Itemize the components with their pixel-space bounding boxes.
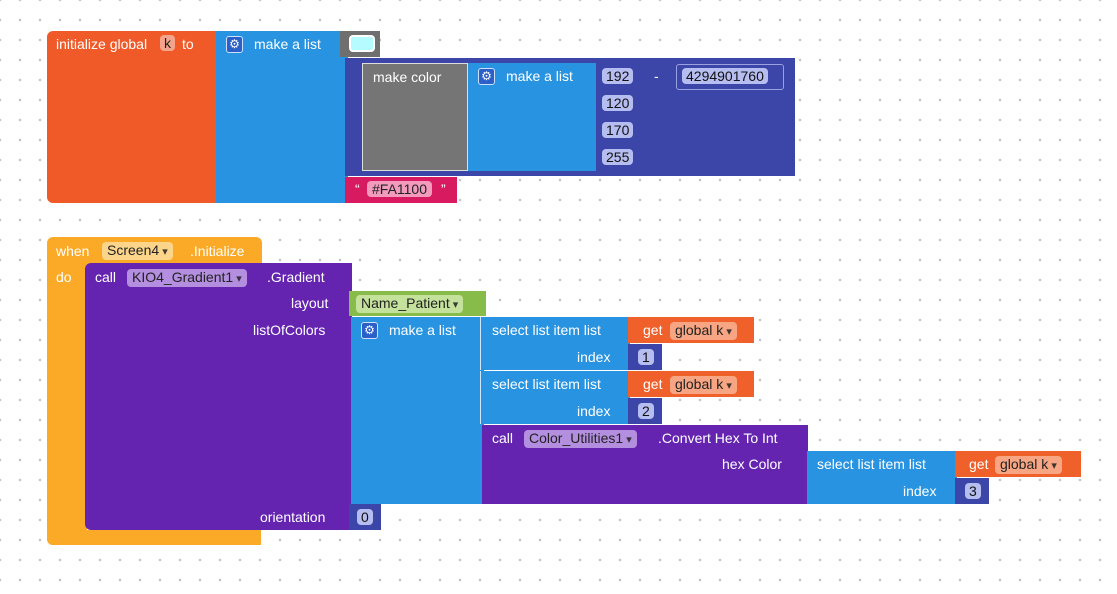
make-a-list-label: make a list — [254, 36, 321, 52]
hex-color-param-label: hex Color — [722, 456, 782, 472]
do-section: do — [47, 262, 87, 545]
select-list-item-label-2: select list item list — [492, 376, 601, 392]
inner-mutator-gear-icon[interactable]: ⚙ — [478, 68, 495, 85]
global-k-dropdown-1[interactable]: global k — [670, 322, 737, 340]
index-label-1: index — [577, 349, 611, 365]
make-a-list-block[interactable]: ⚙ make a list — [216, 31, 348, 203]
call-convert-hex-block[interactable]: call Color_Utilities1 .Convert Hex To In… — [482, 425, 808, 504]
get-label-1: get — [643, 322, 663, 338]
get-global-k-3[interactable]: get global k — [955, 451, 1081, 477]
text-string-block[interactable]: “ #FA1100 ” — [345, 177, 457, 203]
inner-make-a-list-label: make a list — [506, 68, 573, 84]
minus-operator[interactable]: - — [654, 68, 659, 84]
mutator-gear-icon[interactable]: ⚙ — [226, 36, 243, 53]
event-bottom-bar — [47, 530, 261, 545]
layout-param-label: layout — [291, 295, 329, 311]
name-patient-block[interactable]: Name_Patient — [349, 291, 486, 316]
index-value-2[interactable]: 2 — [638, 403, 654, 419]
global-var-name-field[interactable]: k — [160, 35, 175, 51]
inner-make-a-list-block[interactable]: ⚙ make a list — [468, 63, 598, 171]
call-keyword: call — [95, 269, 117, 285]
colors-make-a-list-block[interactable]: ⚙ make a list — [351, 317, 484, 504]
call-keyword-2: call — [492, 430, 514, 446]
index-number-block-1[interactable]: 1 — [628, 344, 662, 370]
select-list-item-2[interactable]: select list item list index — [480, 371, 630, 424]
global-k-dropdown-2[interactable]: global k — [670, 376, 737, 394]
index-value-1[interactable]: 1 — [638, 349, 654, 365]
orientation-number-block[interactable]: 0 — [349, 504, 381, 530]
index-value-3[interactable]: 3 — [965, 483, 981, 499]
index-number-block-3[interactable]: 3 — [955, 478, 989, 504]
get-global-k-2[interactable]: get global k — [628, 371, 754, 397]
initialize-event-label: .Initialize — [190, 243, 245, 259]
alpha-value[interactable]: 255 — [602, 149, 634, 165]
select-list-item-label-3: select list item list — [817, 456, 926, 472]
red-value[interactable]: 192 — [602, 68, 634, 84]
when-initialize-block[interactable]: when Screen4 .Initialize — [47, 237, 262, 265]
utilities-component-dropdown[interactable]: Color_Utilities1 — [524, 430, 637, 448]
global-k-dropdown-3[interactable]: global k — [995, 456, 1062, 474]
color-swatch[interactable] — [349, 35, 375, 52]
initialize-global-keyword: initialize global — [56, 36, 148, 52]
close-quote: ” — [441, 181, 446, 197]
orientation-value[interactable]: 0 — [357, 509, 373, 525]
to-keyword: to — [182, 36, 194, 52]
get-global-k-1[interactable]: get global k — [628, 317, 754, 343]
convert-method-label: .Convert Hex To Int — [658, 430, 778, 446]
initialize-global-block[interactable]: initialize global k to — [47, 31, 219, 203]
screen-component-dropdown[interactable]: Screen4 — [102, 242, 173, 260]
hex-text-value[interactable]: #FA1100 — [367, 181, 433, 197]
select-list-item-3[interactable]: select list item list index — [807, 451, 957, 504]
select-list-item-label-1: select list item list — [492, 322, 601, 338]
layout-component-dropdown[interactable]: Name_Patient — [356, 295, 464, 313]
index-label-2: index — [577, 403, 611, 419]
gradient-component-dropdown[interactable]: KIO4_Gradient1 — [127, 269, 247, 287]
orientation-param-label: orientation — [260, 509, 326, 525]
colors-mutator-gear-icon[interactable]: ⚙ — [361, 322, 378, 339]
list-of-colors-param-label: listOfColors — [253, 322, 326, 338]
select-list-item-1[interactable]: select list item list index — [480, 317, 630, 370]
index-number-block-2[interactable]: 2 — [628, 398, 662, 424]
big-number-value[interactable]: 4294901760 — [682, 68, 768, 84]
when-keyword: when — [56, 243, 90, 259]
make-color-block[interactable]: make color — [362, 63, 468, 171]
make-color-label: make color — [373, 69, 442, 85]
get-label-2: get — [643, 376, 663, 392]
green-value[interactable]: 120 — [602, 95, 634, 111]
call-gradient-block[interactable]: call KIO4_Gradient1 .Gradient layout lis… — [85, 263, 352, 530]
get-label-3: get — [969, 456, 989, 472]
gradient-method-label: .Gradient — [267, 269, 325, 285]
index-label-3: index — [903, 483, 937, 499]
blue-value[interactable]: 170 — [602, 122, 634, 138]
open-quote: “ — [355, 181, 360, 197]
colors-make-a-list-label: make a list — [389, 322, 456, 338]
do-keyword: do — [56, 269, 72, 285]
gradient-header-ext — [340, 263, 350, 291]
